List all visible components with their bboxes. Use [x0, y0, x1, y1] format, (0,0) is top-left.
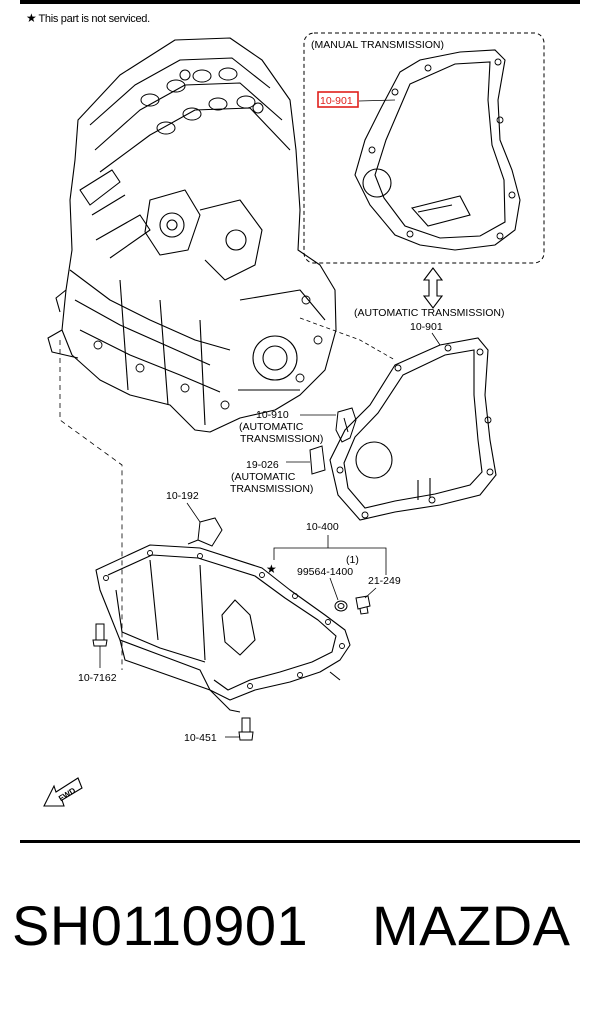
- note-text: This part is not serviced.: [38, 13, 150, 25]
- drain-plug-21-249: [355, 595, 371, 615]
- not-serviced-note: ★This part is not serviced.: [26, 11, 150, 25]
- brand-name: MAZDA: [372, 894, 571, 957]
- caption: SH0110901 MAZDA: [0, 893, 600, 973]
- oil-pan: [95, 544, 351, 713]
- callout-19-026: 19-026: [246, 459, 279, 471]
- callout-10-910-qualifier-2: TRANSMISSION): [240, 433, 323, 445]
- callout-19-026-qualifier-1: (AUTOMATIC: [231, 471, 296, 483]
- highlight-frame: [317, 91, 359, 108]
- oil-strainer-10-192: [187, 517, 223, 547]
- callout-10-910-qualifier-1: (AUTOMATIC: [239, 421, 304, 433]
- manual-transmission-label: (MANUAL TRANSMISSION): [311, 39, 444, 51]
- automatic-gasket-number: 10-901: [410, 321, 443, 333]
- swap-arrow-icon: [422, 267, 444, 309]
- forward-label: FWD: [57, 786, 77, 803]
- sensor-10-910: [335, 407, 357, 443]
- forward-arrow-icon: FWD: [43, 777, 83, 807]
- part-number: SH0110901: [12, 894, 309, 957]
- top-rule: [20, 0, 580, 4]
- exploded-parts-diagram: (MANUAL TRANSMISSION) 10-901 (AUTOMATIC …: [43, 32, 545, 807]
- bolt-10-451: [238, 717, 254, 741]
- bottom-rule: [20, 840, 580, 843]
- manual-transmission-box: [303, 32, 545, 264]
- gasket-leader-dashed: [299, 317, 396, 361]
- callout-10-400: 10-400: [306, 521, 339, 533]
- callout-10-7162: 10-7162: [78, 672, 117, 684]
- bolt-10-7162: [92, 623, 108, 647]
- star-marker: ★: [266, 562, 277, 576]
- manual-transmission-gasket: [354, 49, 521, 251]
- manual-gasket-number: 10-901: [320, 95, 353, 107]
- washer-99564-1400: [334, 600, 348, 612]
- engine-block-illustration: [47, 37, 337, 433]
- bracket-19-026: [309, 445, 326, 475]
- callout-19-026-qualifier-2: TRANSMISSION): [230, 483, 313, 495]
- automatic-transmission-header: (AUTOMATIC TRANSMISSION): [354, 307, 505, 319]
- callout-21-249: 21-249: [368, 575, 401, 587]
- pan-leader-dashed: [59, 340, 123, 670]
- callout-99564-1400: 99564-1400: [297, 566, 353, 578]
- automatic-transmission-gasket: [329, 337, 497, 521]
- callout-10-910: 10-910: [256, 409, 289, 421]
- callout-quantity: (1): [346, 554, 359, 566]
- star-icon: ★: [26, 11, 37, 25]
- callout-10-192: 10-192: [166, 490, 199, 502]
- callout-10-400-bracket: [273, 535, 387, 575]
- callout-10-451: 10-451: [184, 732, 217, 744]
